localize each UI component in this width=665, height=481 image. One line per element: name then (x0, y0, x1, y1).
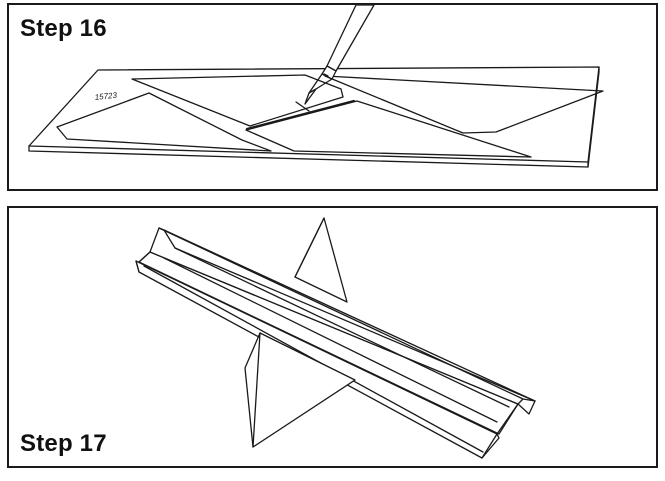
step-17-title: Step 17 (20, 430, 107, 457)
part-number-label: 15723 (94, 91, 118, 102)
step-17-panel: Step 17 (7, 206, 658, 468)
step-17-illustration (135, 217, 536, 459)
step-16-panel: Step 16 15723 (7, 3, 658, 191)
step-16-illustration: 15723 (28, 5, 604, 168)
step-16-title: Step 16 (20, 15, 107, 42)
